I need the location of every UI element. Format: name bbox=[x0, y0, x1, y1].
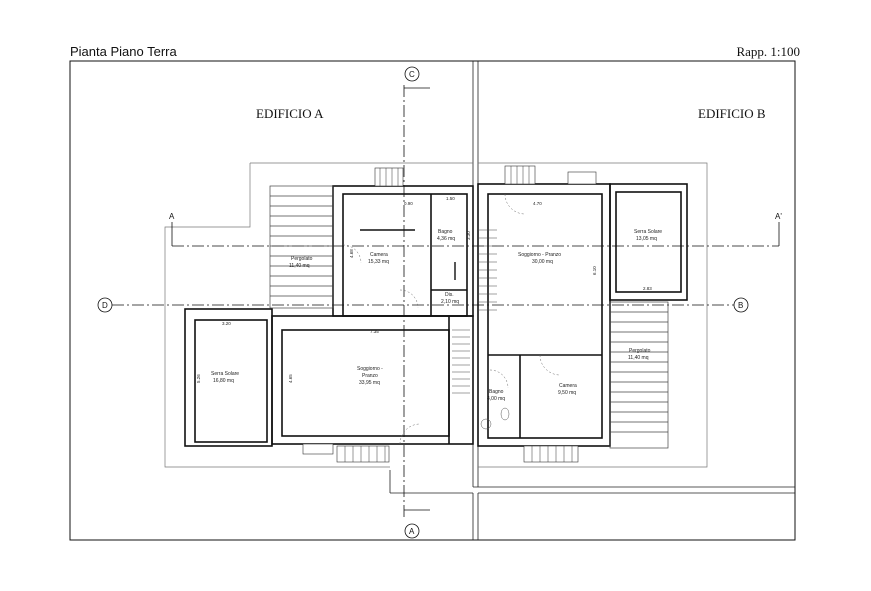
room-bagno-a-area: 4,36 mq bbox=[437, 236, 455, 242]
dim-4-65: 4.65 bbox=[288, 374, 293, 383]
section-label-a-left: A bbox=[169, 212, 175, 221]
drawing-frame bbox=[69, 60, 796, 541]
plan-scale: Rapp. 1:100 bbox=[736, 44, 800, 59]
dim-5-26: 5.26 bbox=[196, 374, 201, 383]
dim-2-83: 2.83 bbox=[643, 286, 652, 291]
dim-4-68: 4.68 bbox=[349, 249, 354, 258]
bubble-d: D bbox=[97, 297, 113, 313]
pergolato-b-slats bbox=[609, 301, 669, 449]
bubble-a-bottom: A bbox=[404, 523, 420, 539]
room-pergolato-a-area: 11,40 mq bbox=[289, 263, 310, 269]
section-label-a-right: A' bbox=[775, 212, 782, 221]
bubble-b: B bbox=[733, 297, 749, 313]
bubble-c-label: C bbox=[409, 70, 415, 79]
room-dis-a-area: 2,10 mq bbox=[441, 299, 459, 305]
room-soggiorno-a-area: 33,95 mq bbox=[359, 380, 380, 386]
room-pergolato-a-name: Pergolato bbox=[291, 256, 313, 262]
room-bagno-a-name: Bagno bbox=[438, 229, 453, 235]
room-serra-a-area: 16,80 mq bbox=[213, 378, 234, 384]
dim-3-30: 3.30 bbox=[466, 231, 471, 240]
bubble-c: C bbox=[404, 66, 420, 82]
room-serra-a-name: Serra Solare bbox=[211, 371, 239, 377]
camera-a-wardrobe bbox=[360, 229, 456, 280]
dim-6-10: 6.10 bbox=[592, 266, 597, 275]
door-swings-a bbox=[342, 244, 421, 445]
room-bagno-b-name: Bagno bbox=[489, 389, 504, 395]
building-a-window-hatch bbox=[344, 168, 399, 462]
room-soggiorno-a-name: Soggiorno - bbox=[357, 366, 383, 372]
building-b-windows bbox=[504, 165, 597, 463]
dim-1-50: 1.50 bbox=[446, 196, 455, 201]
stair-a bbox=[452, 329, 470, 394]
building-a-title: EDIFICIO A bbox=[256, 106, 324, 121]
stair-b bbox=[478, 229, 497, 311]
room-pergolato-b-area: 11,40 mq bbox=[628, 355, 649, 361]
dim-0-90: 0.90 bbox=[404, 201, 413, 206]
building-b-walls bbox=[477, 183, 688, 447]
room-camera-b-area: 9,50 mq bbox=[558, 390, 576, 396]
pergolato-a-slats bbox=[269, 185, 334, 309]
room-pergolato-b-name: Pergolato bbox=[629, 348, 651, 354]
dim-3-20: 3.20 bbox=[222, 321, 231, 326]
dim-7-35: 7.35 bbox=[370, 329, 379, 334]
dim-4-70: 4.70 bbox=[533, 201, 542, 206]
room-soggiorno-b-name: Soggiorno - Pranzo bbox=[518, 252, 561, 258]
bubble-a-bottom-label: A bbox=[409, 527, 415, 536]
site-outline bbox=[164, 162, 708, 468]
room-soggiorno-a-name2: Pranzo bbox=[362, 373, 378, 379]
door-swings-b bbox=[489, 193, 561, 389]
room-camera-b-name: Camera bbox=[559, 383, 577, 389]
section-ticks bbox=[171, 87, 780, 511]
plan-title: Pianta Piano Terra bbox=[70, 44, 177, 59]
room-camera-a-area: 15,33 mq bbox=[368, 259, 389, 265]
room-camera-a-name: Camera bbox=[370, 252, 388, 258]
building-b-window-hatch bbox=[510, 166, 573, 462]
room-serra-b-name: Serra Solare bbox=[634, 229, 662, 235]
room-bagno-b-area: 4,00 mq bbox=[487, 396, 505, 402]
building-a-walls bbox=[184, 185, 474, 447]
bubble-d-label: D bbox=[102, 301, 108, 310]
bagno-b-fixtures bbox=[480, 407, 510, 430]
bubble-b-label: B bbox=[738, 301, 743, 310]
room-soggiorno-b-area: 30,00 mq bbox=[532, 259, 553, 265]
building-a-windows bbox=[302, 167, 404, 463]
room-dis-a-name: Dis. bbox=[445, 292, 454, 298]
building-b-title: EDIFICIO B bbox=[698, 106, 766, 121]
room-serra-b-area: 13,05 mq bbox=[636, 236, 657, 242]
